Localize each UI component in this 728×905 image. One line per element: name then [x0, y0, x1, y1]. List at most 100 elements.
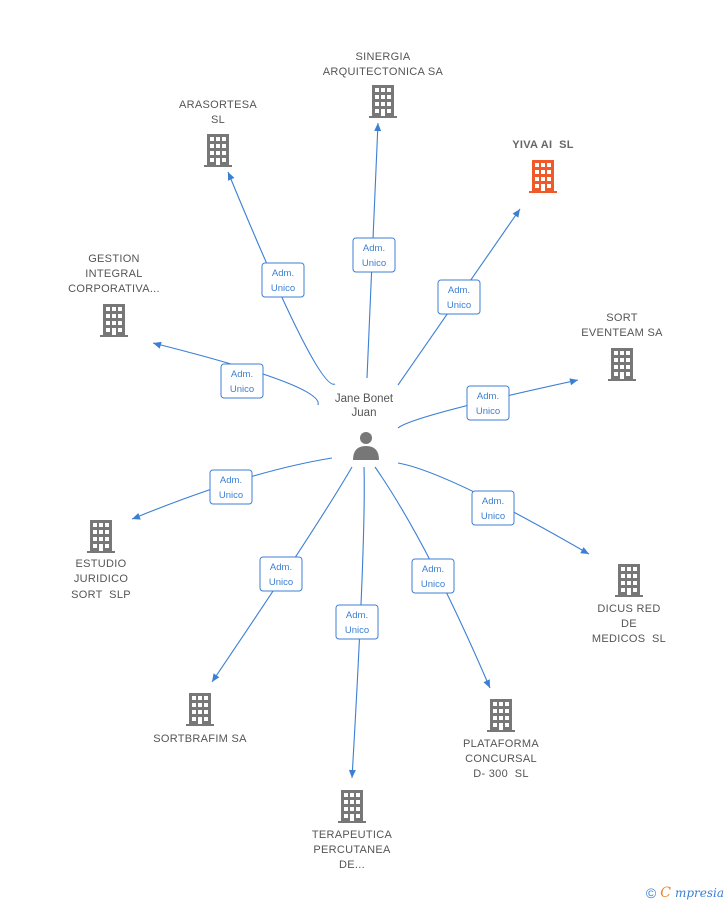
edge-line	[351, 466, 365, 779]
company-name-line: SL	[211, 114, 225, 126]
edge-line	[397, 462, 590, 555]
company-name-line: ARASORTESA	[179, 99, 257, 111]
role-badge-frame	[437, 279, 481, 315]
edge-line	[211, 466, 353, 683]
company-node-sortbrafim[interactable]: SORTBRAFIM SA	[153, 693, 247, 745]
arrowhead-icon	[374, 123, 382, 132]
edge-sortbrafim: Adm. Unico	[211, 466, 353, 683]
company-node-terapeutica[interactable]: TERAPEUTICA PERCUTANEA DE...	[312, 790, 393, 871]
role-badge-frame	[209, 469, 253, 505]
role-text: Adm.	[363, 243, 385, 254]
role-badge[interactable]: Adm. Unico	[335, 604, 379, 640]
role-badge[interactable]: Adm. Unico	[209, 469, 253, 505]
role-text: Unico	[271, 283, 295, 294]
building-icon	[87, 520, 115, 553]
arrowhead-icon	[569, 378, 578, 386]
arrowhead-icon	[348, 769, 356, 778]
company-name-line: CORPORATIVA...	[68, 283, 160, 295]
company-name-line: JURIDICO	[74, 573, 128, 585]
role-text: Adm.	[220, 475, 242, 486]
role-badge[interactable]: Adm.Unico	[352, 237, 396, 273]
center-person[interactable]: Jane Bonet Juan	[335, 393, 394, 460]
role-text: Unico	[230, 384, 254, 395]
edge-estudio: Adm. Unico	[131, 457, 333, 520]
arrowhead-icon	[132, 512, 141, 520]
edge-line	[397, 379, 579, 429]
role-badge[interactable]: Adm. Unico	[437, 279, 481, 315]
company-name-line: GESTION	[88, 253, 140, 265]
role-text: Adm.	[448, 285, 470, 296]
building-icon	[369, 85, 397, 118]
edge-plataforma: Adm.Unico	[374, 466, 491, 689]
company-node-arasortesa[interactable]: ARASORTESA SL	[179, 99, 257, 167]
company-name-line: EVENTEAM SA	[581, 327, 663, 339]
company-name-line: SORT SLP	[71, 589, 131, 601]
company-name-line: ESTUDIO	[76, 558, 127, 570]
role-badge[interactable]: Adm. Unico	[220, 363, 264, 399]
company-name-line: SORT	[606, 312, 638, 324]
person-icon	[353, 432, 379, 460]
role-text: Adm.	[422, 564, 444, 575]
role-badge[interactable]: Adm.Unico	[466, 385, 510, 421]
arrowhead-icon	[228, 172, 235, 181]
edge-line	[152, 342, 319, 406]
role-text: Unico	[447, 300, 471, 311]
role-text: Adm.	[346, 610, 368, 621]
company-name-line: CONCURSAL	[465, 753, 537, 765]
arrowhead-icon	[483, 679, 490, 688]
company-name-line: TERAPEUTICA	[312, 829, 393, 841]
company-name-line: DE	[621, 618, 637, 630]
edge-arasortesa: Adm. Unico	[227, 171, 336, 385]
role-text: Adm.	[482, 496, 504, 507]
role-text: Unico	[219, 490, 243, 501]
company-name-line: DICUS RED	[597, 603, 660, 615]
building-icon	[608, 348, 636, 381]
edge-terapeutica: Adm. Unico	[335, 466, 379, 779]
building-icon	[529, 160, 557, 193]
company-node-sort-eventeam[interactable]: SORT EVENTEAM SA	[581, 312, 663, 381]
building-icon	[100, 304, 128, 337]
company-name-line: DE...	[339, 859, 365, 871]
role-badge-frame	[352, 237, 396, 273]
role-badge[interactable]: Adm.Unico	[259, 556, 303, 592]
company-node-yiva[interactable]: YIVA AI SL	[512, 139, 574, 193]
company-name-line: YIVA AI SL	[512, 139, 574, 151]
role-badge-frame	[261, 262, 305, 298]
role-badge[interactable]: Adm. Unico	[261, 262, 305, 298]
company-name-line: SINERGIA	[356, 51, 411, 63]
company-name-line: INTEGRAL	[85, 268, 142, 280]
arrowhead-icon	[212, 673, 220, 682]
role-badge-frame	[466, 385, 510, 421]
role-text: Adm.	[231, 369, 253, 380]
role-text: Adm.	[270, 562, 292, 573]
role-text: Unico	[481, 511, 505, 522]
company-name-line: PERCUTANEA	[313, 844, 391, 856]
role-badge[interactable]: Adm. Unico	[471, 490, 515, 526]
person-name-line-2: Juan	[352, 407, 377, 419]
company-name-line: D- 300 SL	[473, 768, 529, 780]
company-name-line: SORTBRAFIM SA	[153, 733, 247, 745]
building-icon	[615, 564, 643, 597]
company-node-estudio[interactable]: ESTUDIO JURIDICO SORT SLP	[71, 520, 131, 601]
role-text: Adm.	[477, 391, 499, 402]
edge-dicus: Adm. Unico	[397, 462, 590, 555]
arrowhead-icon	[580, 547, 589, 554]
role-badge-frame	[335, 604, 379, 640]
building-icon	[338, 790, 366, 823]
role-text: Unico	[345, 625, 369, 636]
edge-line	[227, 171, 336, 385]
role-badge[interactable]: Adm.Unico	[411, 558, 455, 594]
company-node-gestion[interactable]: GESTION INTEGRAL CORPORATIVA...	[68, 253, 160, 337]
edge-sinergia: Adm.Unico	[352, 122, 396, 379]
person-name-line-1: Jane Bonet	[335, 393, 394, 405]
role-text: Adm.	[272, 268, 294, 279]
brand-initial: C	[660, 885, 671, 901]
copyright-symbol: ©	[645, 885, 657, 901]
